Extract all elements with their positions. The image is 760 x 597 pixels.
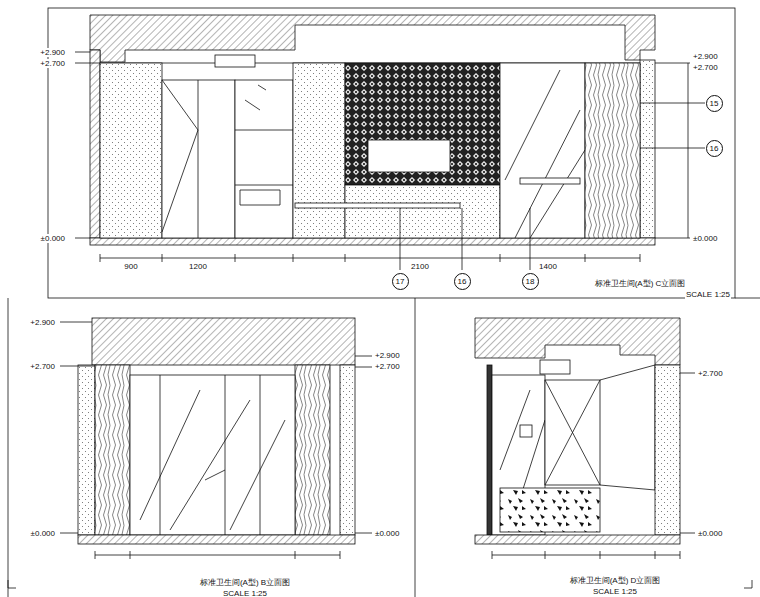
callout-number: 16 xyxy=(458,277,467,286)
scale-note: SCALE 1:25 xyxy=(592,587,638,596)
dimension-text: +2.900 xyxy=(39,48,66,57)
dimension-text: 1400 xyxy=(538,262,558,271)
dimension-text: +2.700 xyxy=(374,362,401,371)
dimension-text: +2.700 xyxy=(697,369,724,378)
dimension-text: +2.900 xyxy=(29,318,56,327)
callout-circle: 17 xyxy=(392,273,409,290)
dimension-text: +2.700 xyxy=(39,59,66,68)
dimension-text: 2100 xyxy=(410,262,430,271)
callout-circle: 15 xyxy=(706,95,723,112)
callout-number: 17 xyxy=(396,277,405,286)
dimension-text: ±0.000 xyxy=(697,529,723,538)
dimension-text: +2.700 xyxy=(692,63,719,72)
dimension-text: ±0.000 xyxy=(692,234,718,243)
dimension-text: +2.900 xyxy=(374,351,401,360)
dimension-text: ±0.000 xyxy=(40,234,66,243)
dimension-text: 1200 xyxy=(188,262,208,271)
callout-number: 18 xyxy=(526,277,535,286)
view-title: 标准卫生间(A型) D立面图 xyxy=(569,576,662,585)
scale-note: SCALE 1:25 xyxy=(222,589,268,597)
view-title: 标准卫生间(A型) C立面图 xyxy=(594,279,687,288)
scale-note: SCALE 1:25 xyxy=(685,290,731,299)
callout-circle: 16 xyxy=(706,140,723,157)
callout-number: 15 xyxy=(710,99,719,108)
view-title: 标准卫生间(A型) B立面图 xyxy=(199,578,291,587)
callout-circle: 18 xyxy=(522,273,539,290)
dimension-text: +2.900 xyxy=(692,52,719,61)
dimension-text: ±0.000 xyxy=(30,529,56,538)
dimension-text: ±0.000 xyxy=(374,529,400,538)
dimension-text: 900 xyxy=(123,262,138,271)
callout-number: 16 xyxy=(710,144,719,153)
callout-circle: 16 xyxy=(454,273,471,290)
dimension-text: +2.700 xyxy=(29,362,56,371)
